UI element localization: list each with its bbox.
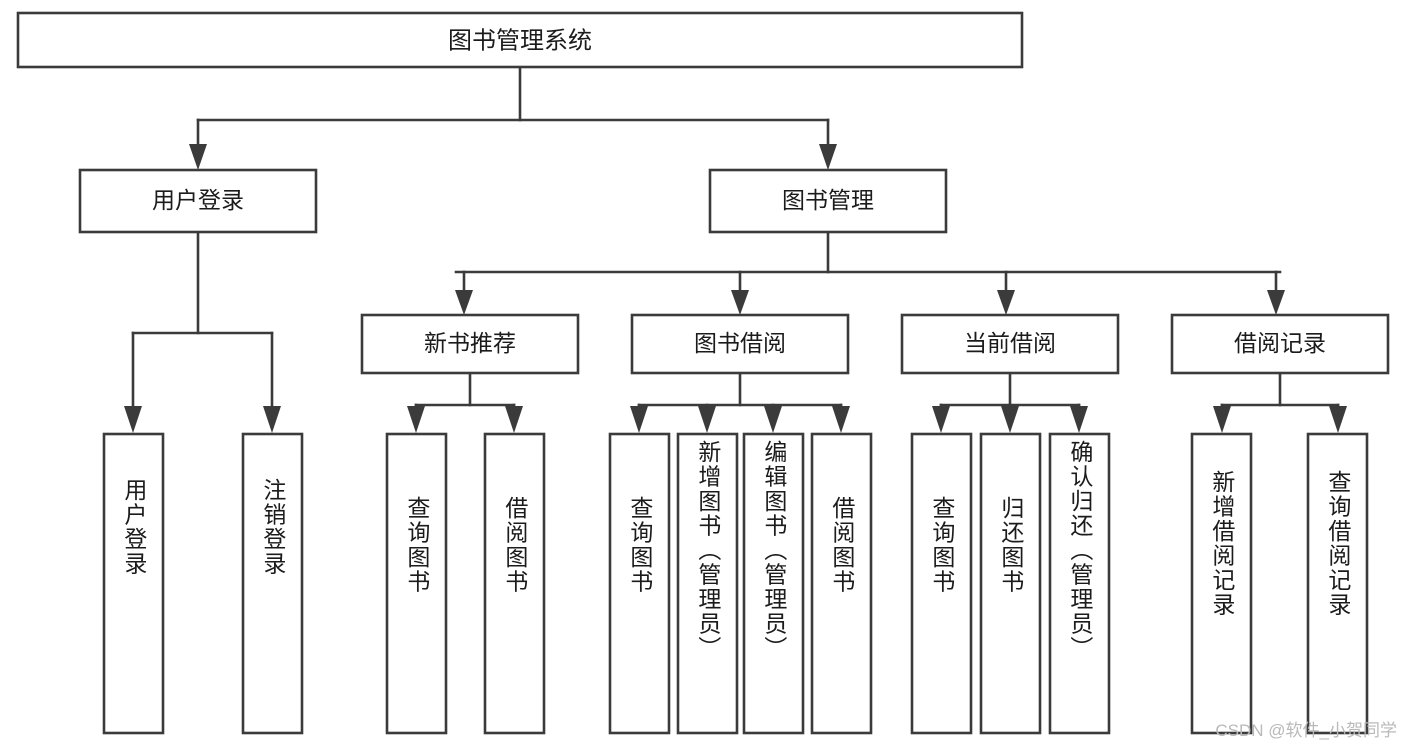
node-leaf-confirm-return-box[interactable] [1048,432,1111,735]
node-leaf-borrow-book-1-box[interactable] [483,432,546,735]
arrow-bb-to-leaf3-icon [764,406,782,433]
arrow-bm-to-book-borrow-icon [731,290,749,315]
node-leaf-query-book-2-box[interactable] [608,432,671,735]
node-leaf-edit-book-box[interactable] [742,432,805,735]
arrow-root-to-user-login-icon [189,144,207,170]
node-leaf-query-book-1-box[interactable] [385,432,448,735]
node-book-management-label: 图书管理 [782,187,874,213]
arrow-nbr-to-leaf1-icon [407,406,425,433]
arrow-cb-to-leaf2-icon [1001,406,1019,433]
node-leaf-query-book-3-box[interactable] [910,432,973,735]
node-new-book-recommend[interactable]: 新书推荐 [360,313,580,375]
connector-layer [124,65,1347,433]
node-root[interactable]: 图书管理系统 [16,11,1024,69]
node-new-book-recommend-box[interactable] [360,313,580,375]
node-leaf-query-borrow-record-box[interactable] [1306,432,1369,735]
node-book-borrow-box[interactable] [630,313,850,375]
node-root-label: 图书管理系统 [448,27,592,54]
node-borrow-record[interactable]: 借阅记录 [1170,313,1390,375]
node-new-book-recommend-label: 新书推荐 [424,330,516,356]
node-leaf-add-borrow-record-box[interactable] [1190,432,1253,735]
node-user-login-box[interactable] [78,168,318,234]
arrow-br-to-leaf1-icon [1213,406,1231,433]
node-borrow-record-box[interactable] [1170,313,1390,375]
arrow-bm-to-borrow-record-icon [1267,290,1285,315]
node-leaf-borrow-book-2-box[interactable] [810,432,873,735]
arrow-user-login-to-leaf2-icon [263,406,281,433]
csdn-watermark: CSDN @软件_小贺同学 [1215,721,1397,740]
arrow-nbr-to-leaf2-icon [505,406,523,433]
node-current-borrow-box[interactable] [900,313,1120,375]
arrow-bb-to-leaf1-icon [630,406,648,433]
node-user-login[interactable]: 用户登录 [78,168,318,234]
node-current-borrow[interactable]: 当前借阅 [900,313,1120,375]
node-user-login-label: 用户登录 [152,187,244,213]
node-current-borrow-label: 当前借阅 [964,330,1056,356]
arrow-bm-to-new-book-recommend-icon [455,290,473,315]
node-leaf-user-login-box[interactable] [102,432,165,735]
arrow-cb-to-leaf3-icon [1070,406,1088,433]
node-leaf-logout-login-box[interactable] [241,432,304,735]
node-leaf-return-book-box[interactable] [979,432,1042,735]
node-leaf-add-book-box[interactable] [676,432,739,735]
arrow-cb-to-leaf1-icon [932,406,950,433]
node-book-borrow[interactable]: 图书借阅 [630,313,850,375]
arrow-bb-to-leaf4-icon [832,406,850,433]
arrow-root-to-book-management-icon [819,144,837,170]
node-root-box[interactable] [16,11,1024,69]
arrow-bb-to-leaf2-icon [698,406,716,433]
arrow-br-to-leaf2-icon [1329,406,1347,433]
node-book-management-box[interactable] [708,168,948,234]
leaf-box-layer [102,432,1369,735]
arrow-user-login-to-leaf1-icon [124,406,142,433]
node-book-management[interactable]: 图书管理 [708,168,948,234]
node-book-borrow-label: 图书借阅 [694,330,786,356]
node-borrow-record-label: 借阅记录 [1234,330,1326,356]
arrow-bm-to-current-borrow-icon [997,290,1015,315]
